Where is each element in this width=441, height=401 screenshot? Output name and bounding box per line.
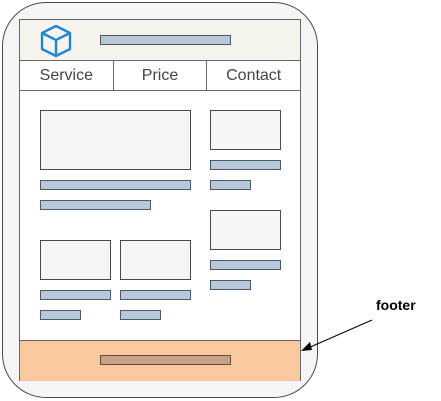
main-text-line-1: [40, 180, 191, 190]
card-text-line-left-1: [40, 290, 111, 300]
nav-item-service[interactable]: Service: [39, 66, 94, 84]
callout-label: footer: [376, 297, 416, 313]
card-image-placeholder-right: [120, 240, 191, 280]
cube-icon: [40, 24, 72, 58]
sidebar-text-line-2a: [210, 260, 281, 270]
main-image-placeholder: [40, 110, 191, 170]
card-text-line-left-2: [40, 310, 81, 320]
sidebar-image-placeholder-1: [210, 110, 281, 150]
nav-item-price[interactable]: Price: [112, 61, 207, 90]
card-text-line-right-2: [120, 310, 161, 320]
nav-item-contact[interactable]: Contact: [206, 61, 300, 90]
card-image-placeholder-left: [40, 240, 111, 280]
sidebar-text-line-1b: [210, 180, 251, 190]
sidebar-text-line-1a: [210, 160, 281, 170]
header-title-placeholder: [100, 35, 231, 45]
sidebar-image-placeholder-2: [210, 210, 281, 250]
card-text-line-right-1: [120, 290, 191, 300]
footer-text-placeholder: [100, 355, 231, 365]
sidebar-text-line-2b: [210, 280, 251, 290]
main-text-line-2: [40, 200, 151, 210]
nav-bar: Service Price Contact: [20, 61, 300, 91]
